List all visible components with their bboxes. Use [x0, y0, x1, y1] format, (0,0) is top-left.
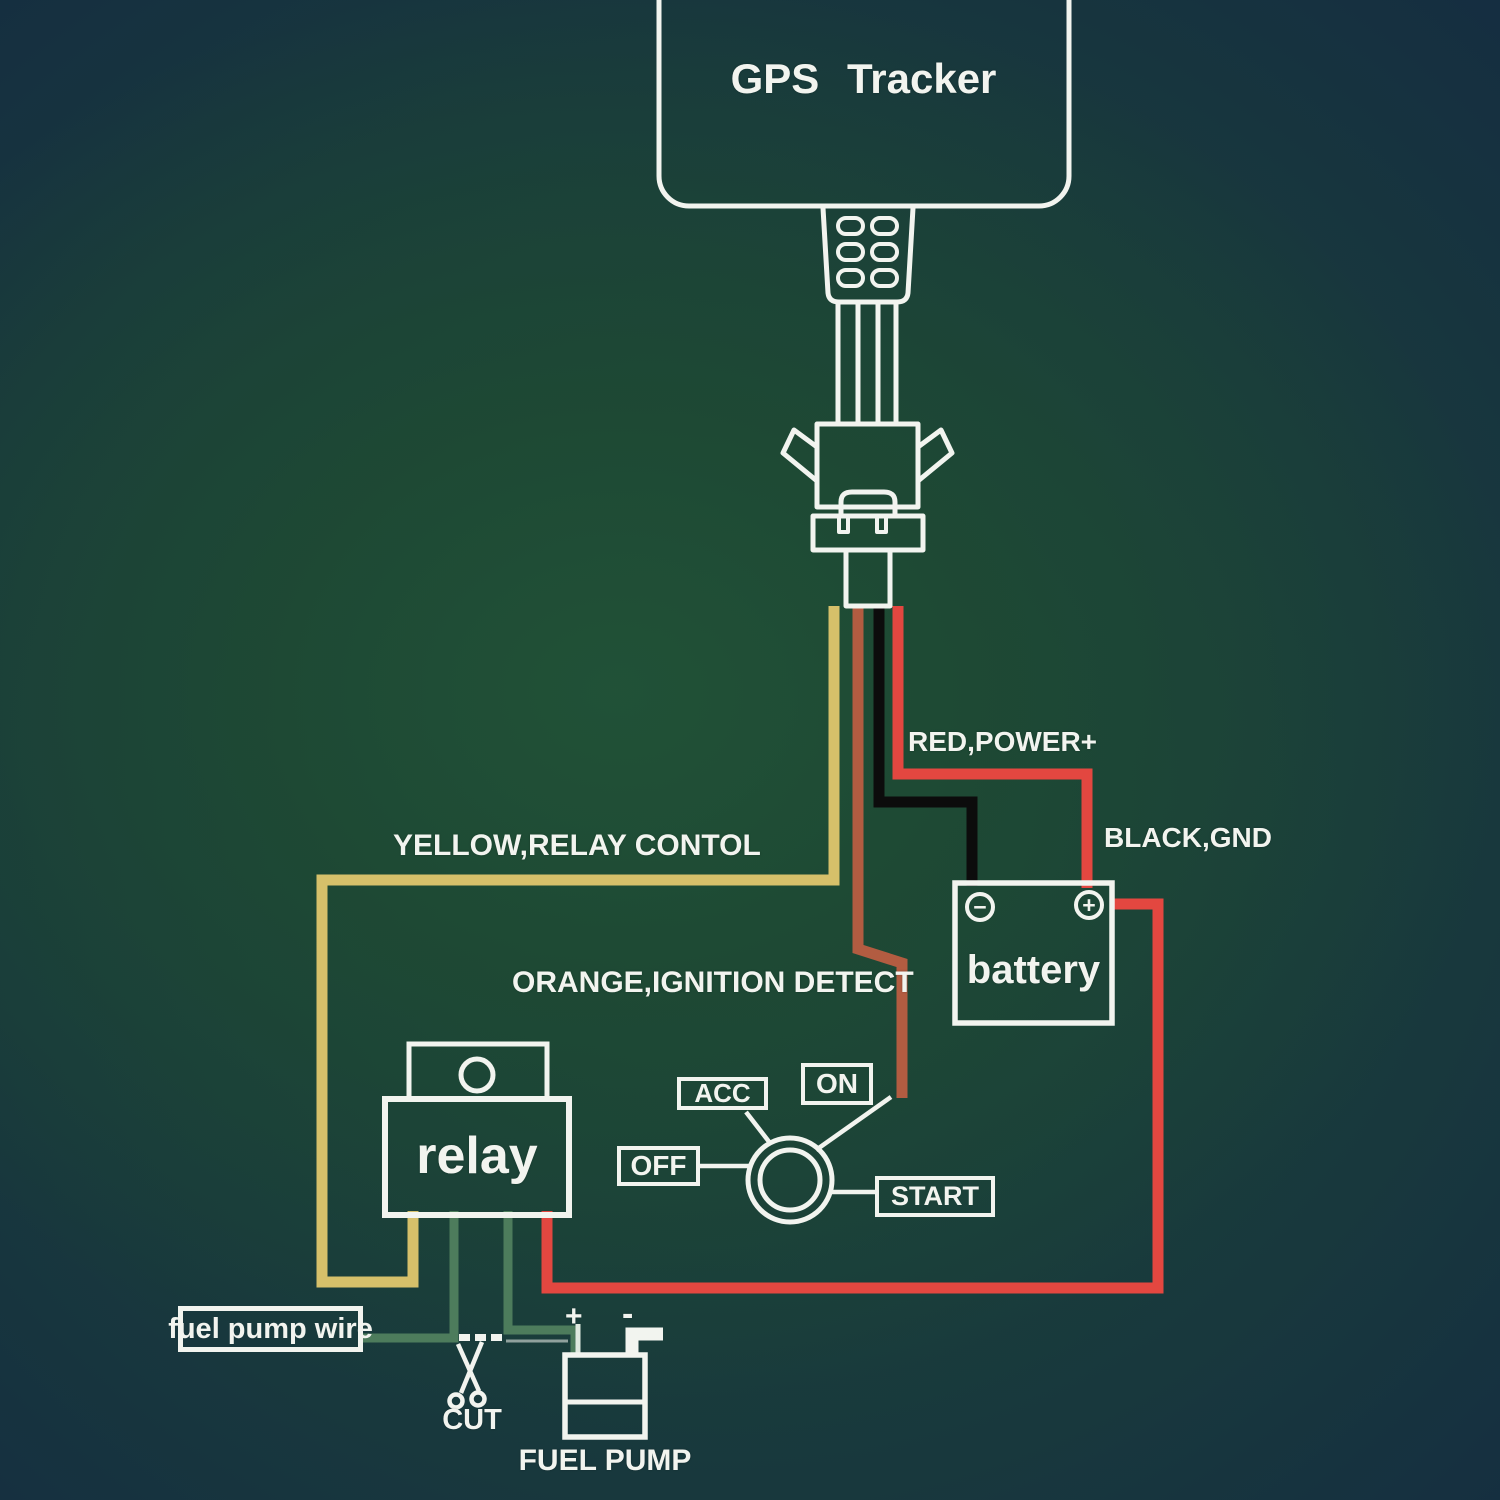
- yellow-relay-control-wire: [316, 606, 840, 1288]
- ignition-acc-box: ACC: [677, 1077, 768, 1110]
- red-power-label: RED,POWER+: [908, 726, 1098, 757]
- black-ground-wire: [873, 606, 978, 886]
- cable-boot: [820, 207, 916, 305]
- ignition-off-box: OFF: [617, 1146, 700, 1186]
- fuel-pump-plus-symbol: +: [565, 1300, 583, 1333]
- connector-plug: [780, 421, 955, 609]
- battery-minus-terminal: −: [965, 892, 995, 922]
- cut-label: CUT: [442, 1404, 502, 1436]
- cut-dashes-icon: [459, 1334, 502, 1341]
- relay-label: relay: [416, 1127, 538, 1185]
- fuel-pump-wire-box: fuel pump wire: [168, 1306, 373, 1352]
- red-battery-to-relay-wire: [541, 898, 1164, 1294]
- ignition-on-box: ON: [801, 1063, 873, 1105]
- gps-tracker-box: [656, 0, 1072, 209]
- relay-mounting-hole-icon: [458, 1056, 496, 1094]
- ignition-switch: [700, 1095, 893, 1225]
- yellow-relay-control-label: YELLOW,RELAY CONTOL: [393, 829, 761, 862]
- on-position-line: [814, 1095, 893, 1152]
- green-fuel-pump-wire-left: [363, 1211, 459, 1343]
- orange-ignition-detect-wire: [852, 606, 908, 1098]
- acc-position-line: [744, 1110, 772, 1145]
- red-power-wire: [892, 606, 1093, 888]
- fuel-pump-minus-symbol: -: [622, 1295, 634, 1333]
- fuel-pump-label: FUEL PUMP: [518, 1444, 692, 1477]
- ribbon-cable: [835, 302, 899, 424]
- battery-plus-terminal: +: [1074, 890, 1104, 920]
- fuel-pump-outlet-pipe: [625, 1327, 663, 1355]
- battery-label: battery: [966, 948, 1101, 992]
- ignition-start-box: START: [875, 1176, 995, 1217]
- orange-ignition-detect-label: ORANGE,IGNITION DETECT: [512, 966, 914, 999]
- green-fuel-pump-wire-right: [503, 1211, 580, 1353]
- gps-tracker-title: GPS Tracker: [730, 55, 997, 102]
- fuel-pump-shape: [562, 1327, 663, 1440]
- black-gnd-label: BLACK,GND: [1104, 822, 1272, 853]
- battery-box: [952, 880, 1115, 1026]
- scissors-icon: [447, 1341, 487, 1410]
- relay-shape: [382, 1041, 572, 1218]
